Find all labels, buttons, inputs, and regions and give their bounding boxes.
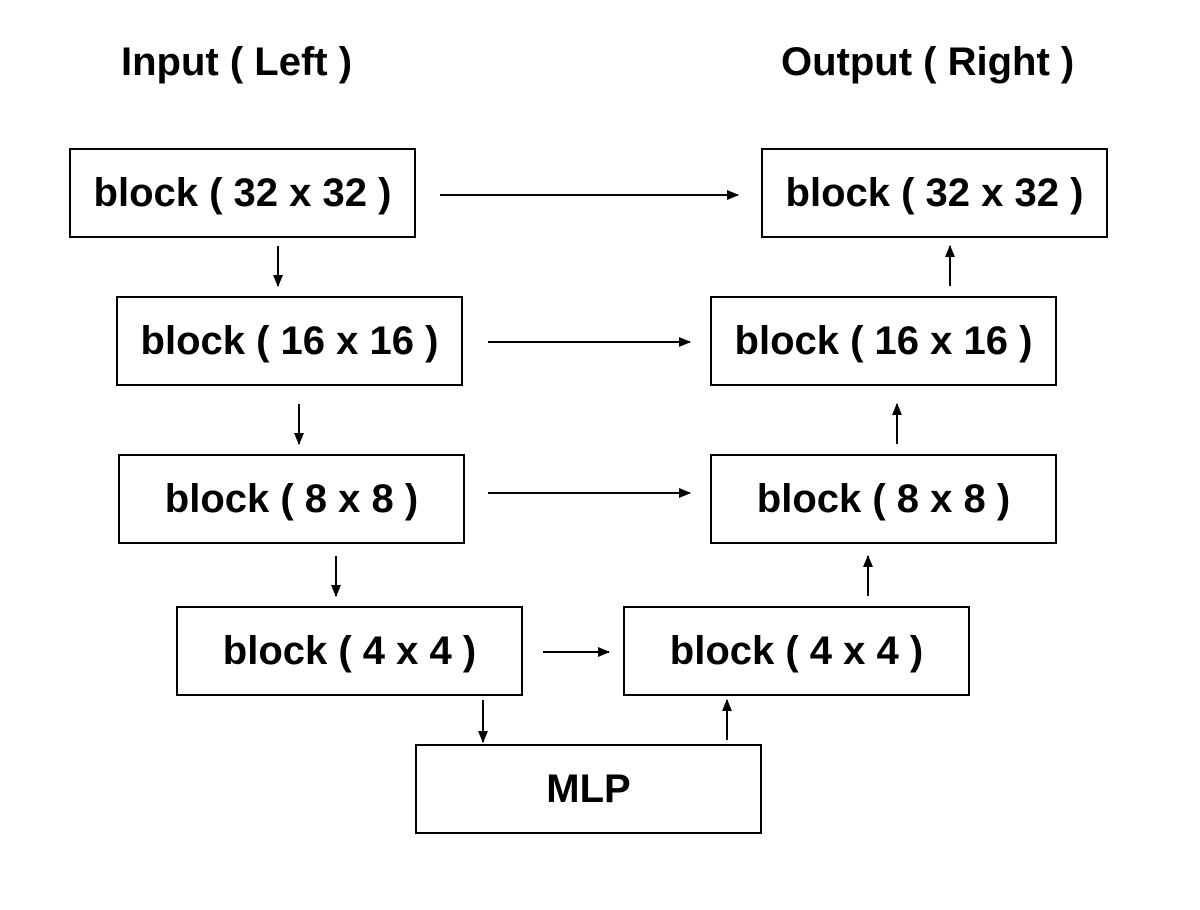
decoder-block-8: block ( 8 x 8 ): [710, 454, 1057, 544]
decoder-block-4: block ( 4 x 4 ): [623, 606, 970, 696]
encoder-block-8: block ( 8 x 8 ): [118, 454, 465, 544]
mlp-block: MLP: [415, 744, 762, 834]
decoder-block-32: block ( 32 x 32 ): [761, 148, 1108, 238]
encoder-block-32: block ( 32 x 32 ): [69, 148, 416, 238]
encoder-block-16: block ( 16 x 16 ): [116, 296, 463, 386]
decoder-block-16: block ( 16 x 16 ): [710, 296, 1057, 386]
output-heading: Output ( Right ): [781, 40, 1075, 84]
input-heading: Input ( Left ): [121, 40, 353, 84]
encoder-block-4: block ( 4 x 4 ): [176, 606, 523, 696]
